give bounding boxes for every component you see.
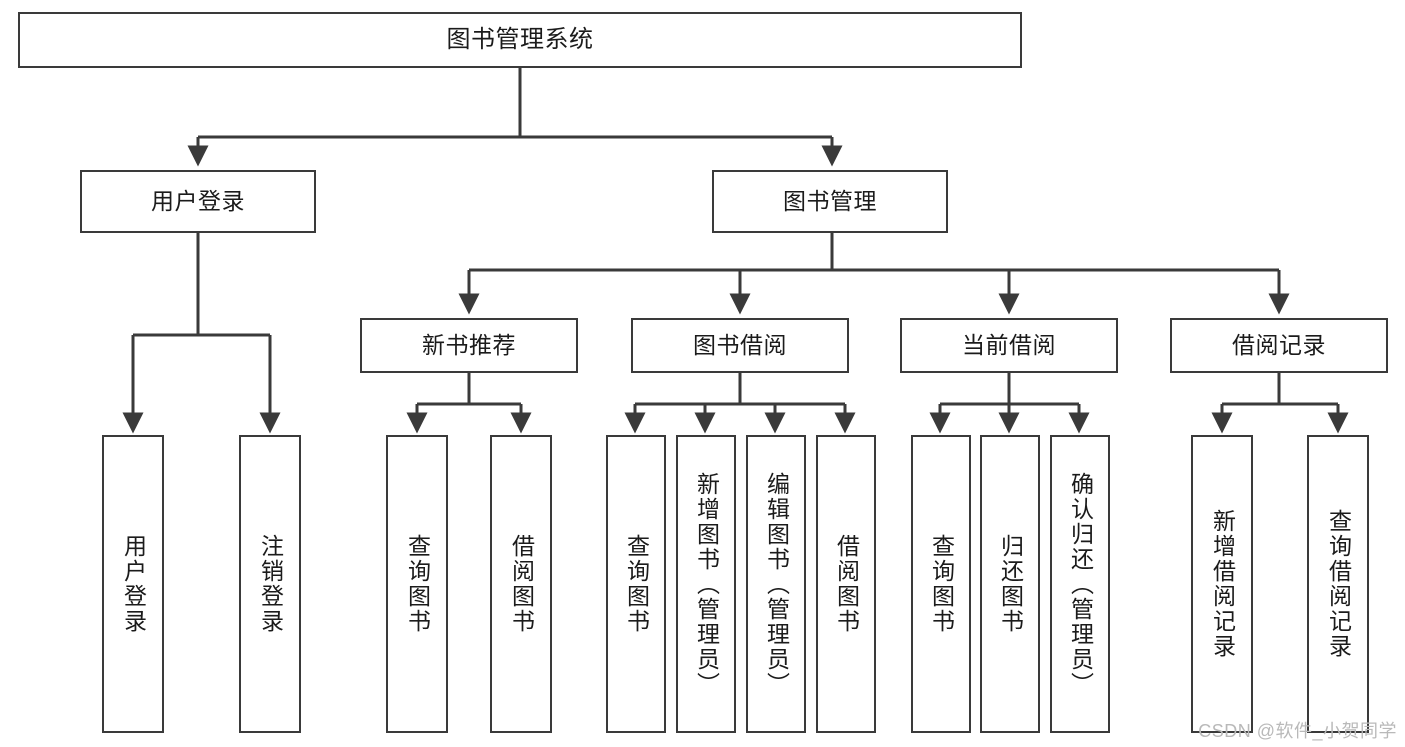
node-borrow-record-label: 借阅记录 bbox=[1232, 331, 1326, 358]
node-leaf-user-login-label: 用户登录 bbox=[120, 534, 147, 634]
node-borrow-record[interactable]: 借阅记录 bbox=[1170, 318, 1388, 373]
node-leaf-confirm-return[interactable]: 确认归还（管理员） bbox=[1050, 435, 1110, 733]
node-book-management-label: 图书管理 bbox=[783, 187, 877, 214]
node-leaf-confirm-return-label: 确认归还（管理员） bbox=[1067, 471, 1094, 697]
node-current-borrow[interactable]: 当前借阅 bbox=[900, 318, 1118, 373]
node-book-borrow-label: 图书借阅 bbox=[693, 331, 787, 358]
node-leaf-add-book-label: 新增图书（管理员） bbox=[693, 471, 720, 697]
node-leaf-add-record-label: 新增借阅记录 bbox=[1209, 509, 1236, 659]
node-leaf-borrow-book-1[interactable]: 借阅图书 bbox=[490, 435, 552, 733]
node-leaf-edit-book-label: 编辑图书（管理员） bbox=[763, 471, 790, 697]
node-new-book-recommend[interactable]: 新书推荐 bbox=[360, 318, 578, 373]
node-leaf-query-book-1-label: 查询图书 bbox=[404, 534, 431, 634]
node-root-label: 图书管理系统 bbox=[446, 25, 594, 53]
csdn-watermark: CSDN @软件_小贺同学 bbox=[1198, 721, 1397, 741]
node-leaf-add-record[interactable]: 新增借阅记录 bbox=[1191, 435, 1253, 733]
node-leaf-borrow-book-1-label: 借阅图书 bbox=[508, 534, 535, 634]
node-leaf-query-book-3[interactable]: 查询图书 bbox=[911, 435, 971, 733]
node-leaf-query-book-2-label: 查询图书 bbox=[623, 534, 650, 634]
node-leaf-query-book-3-label: 查询图书 bbox=[928, 534, 955, 634]
node-leaf-add-book[interactable]: 新增图书（管理员） bbox=[676, 435, 736, 733]
node-leaf-return-book[interactable]: 归还图书 bbox=[980, 435, 1040, 733]
node-leaf-logout-label: 注销登录 bbox=[257, 534, 284, 634]
node-leaf-edit-book[interactable]: 编辑图书（管理员） bbox=[746, 435, 806, 733]
node-current-borrow-label: 当前借阅 bbox=[962, 331, 1056, 358]
node-root[interactable]: 图书管理系统 bbox=[18, 12, 1022, 68]
node-leaf-query-record[interactable]: 查询借阅记录 bbox=[1307, 435, 1369, 733]
node-user-login[interactable]: 用户登录 bbox=[80, 170, 316, 233]
node-leaf-query-record-label: 查询借阅记录 bbox=[1325, 509, 1352, 659]
node-leaf-logout[interactable]: 注销登录 bbox=[239, 435, 301, 733]
node-user-login-label: 用户登录 bbox=[151, 187, 245, 214]
node-leaf-query-book-1[interactable]: 查询图书 bbox=[386, 435, 448, 733]
node-leaf-borrow-book-2-label: 借阅图书 bbox=[833, 534, 860, 634]
node-leaf-query-book-2[interactable]: 查询图书 bbox=[606, 435, 666, 733]
node-leaf-user-login[interactable]: 用户登录 bbox=[102, 435, 164, 733]
node-leaf-borrow-book-2[interactable]: 借阅图书 bbox=[816, 435, 876, 733]
node-book-borrow[interactable]: 图书借阅 bbox=[631, 318, 849, 373]
node-new-book-recommend-label: 新书推荐 bbox=[422, 331, 516, 358]
node-leaf-return-book-label: 归还图书 bbox=[997, 534, 1024, 634]
node-book-management[interactable]: 图书管理 bbox=[712, 170, 948, 233]
